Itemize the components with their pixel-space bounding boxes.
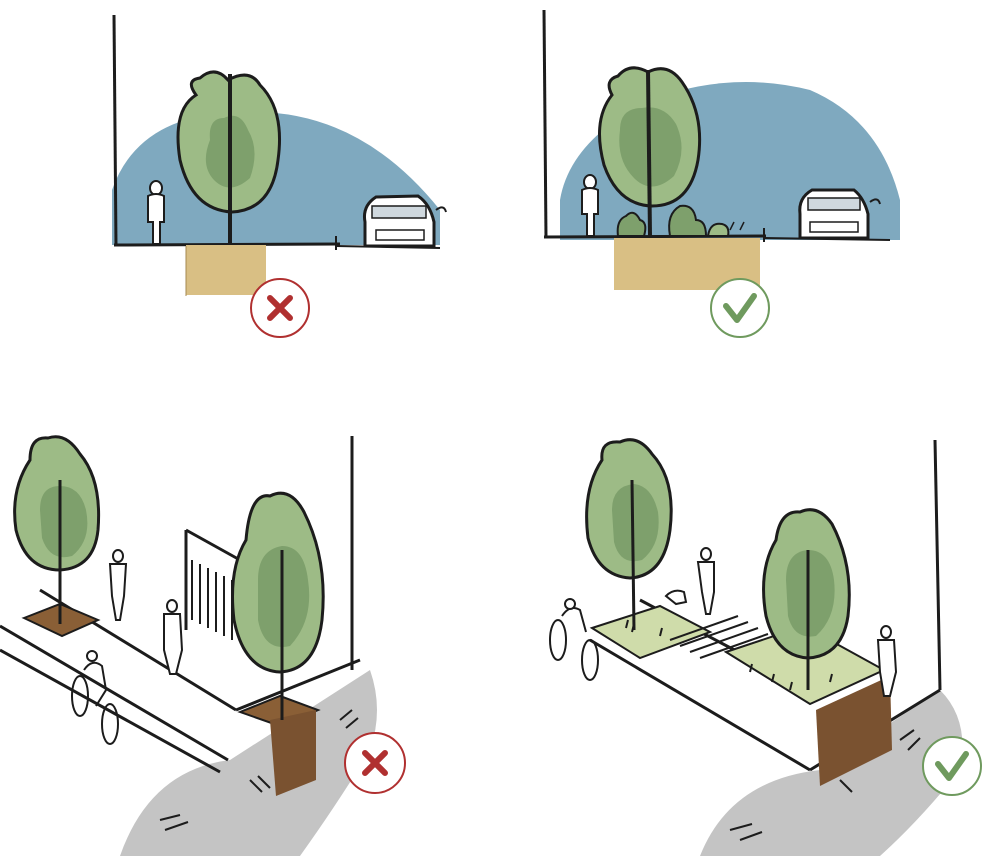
ground-foreground <box>120 670 377 856</box>
bad-verdict-badge <box>248 276 312 340</box>
bad-verdict-badge-street <box>342 730 408 796</box>
cyclist-figure <box>550 599 598 680</box>
ground-line <box>544 236 766 237</box>
tree <box>587 440 672 630</box>
cross-icon <box>342 730 408 796</box>
street-good-panel <box>540 420 984 856</box>
building-edge <box>544 10 546 238</box>
check-icon <box>920 734 984 798</box>
building-edge <box>114 15 116 246</box>
cross-icon <box>248 276 312 340</box>
dog-figure <box>666 591 686 604</box>
good-verdict-badge-street <box>920 734 984 798</box>
street-good-drawing <box>540 420 984 856</box>
fence <box>192 560 232 640</box>
cyclist-figure <box>72 651 118 744</box>
good-verdict-badge <box>708 276 772 340</box>
building-corner <box>935 440 940 690</box>
tree <box>233 493 324 720</box>
check-icon <box>708 276 772 340</box>
tree <box>15 437 99 624</box>
ground-line <box>114 244 340 245</box>
